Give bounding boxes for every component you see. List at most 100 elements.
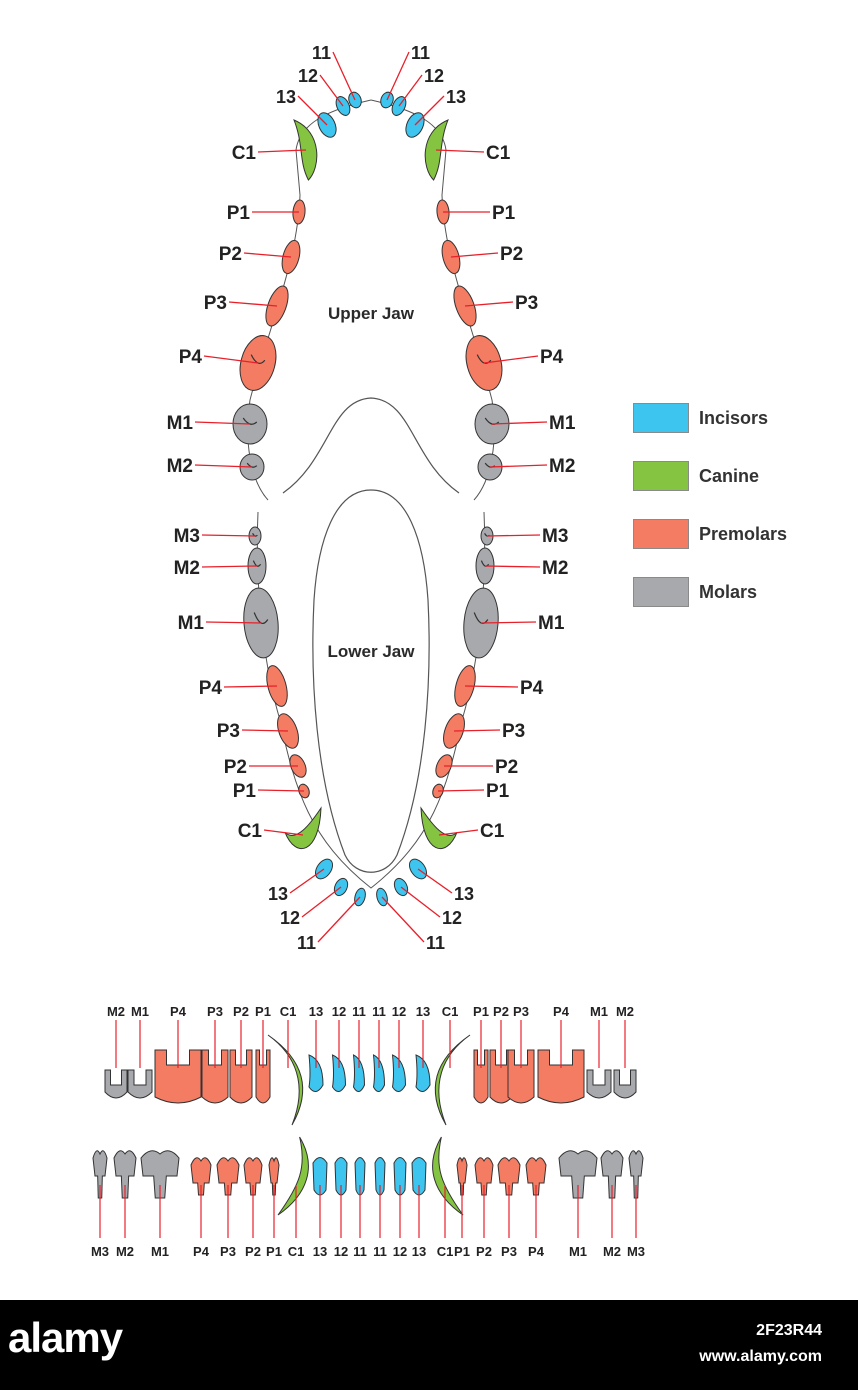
lower-row-17-p3-tooth xyxy=(497,1157,521,1196)
lower-left-p3-label: P3 xyxy=(217,721,240,742)
lower-arch-line xyxy=(256,511,486,889)
lower-row-15-label: P1 xyxy=(454,1244,470,1259)
lower-right-m3-leader xyxy=(486,534,541,537)
lower-row-6-p1-tooth xyxy=(268,1157,280,1196)
upper-left-11-label: 11 xyxy=(312,43,331,63)
upper-right-p3-label: P3 xyxy=(515,293,538,314)
upper-row-17-label: P4 xyxy=(553,1004,570,1019)
lower-left-11-label: 11 xyxy=(297,933,316,953)
lower-left-p3-leader xyxy=(241,729,289,732)
lower-row-10-11-tooth xyxy=(354,1157,366,1196)
lower-right-p2-label: P2 xyxy=(495,757,518,778)
palate-curve xyxy=(282,397,460,494)
lower-row-12-12-tooth xyxy=(393,1157,407,1196)
lower-right-12-leader xyxy=(400,886,441,918)
lower-row-7-label: C1 xyxy=(288,1244,305,1259)
upper-row-17-p4-tooth xyxy=(537,1049,585,1104)
lower-right-m2-label: M2 xyxy=(542,558,568,579)
upper-row-16-label: P3 xyxy=(513,1004,529,1019)
lower-row-5-label: P2 xyxy=(245,1244,261,1259)
lower-right-c1-tooth xyxy=(420,806,458,850)
upper-row-19-m2-tooth xyxy=(613,1069,637,1099)
upper-left-c1-leader xyxy=(257,149,307,153)
lower-left-m3-label: M3 xyxy=(174,526,200,547)
upper-row-7-13-tooth xyxy=(308,1054,324,1092)
upper-row-15-p2-tooth xyxy=(489,1049,513,1104)
upper-right-m1-label: M1 xyxy=(549,413,576,434)
lower-row-8-13-tooth xyxy=(312,1157,328,1196)
lower-left-12-leader xyxy=(301,886,342,918)
lower-row-10-label: 11 xyxy=(353,1244,367,1259)
upper-row-12-label: 13 xyxy=(416,1004,430,1019)
legend-swatch-incisors xyxy=(633,403,689,433)
lower-left-p4-leader xyxy=(223,685,278,688)
legend-swatch-molars xyxy=(633,577,689,607)
upper-row-9-label: 11 xyxy=(352,1004,366,1019)
upper-row-8-12-tooth xyxy=(331,1054,347,1092)
upper-row-6-c1-tooth xyxy=(267,1034,304,1126)
upper-row-0-m2-tooth xyxy=(104,1069,128,1099)
lower-right-m2-leader xyxy=(484,565,541,568)
upper-row-9-11-tooth xyxy=(352,1054,366,1092)
lower-row-3-p4-tooth xyxy=(190,1157,212,1196)
upper-left-12-label: 12 xyxy=(298,66,318,86)
upper-left-p1-label: P1 xyxy=(227,203,251,224)
legend-swatch-premolars xyxy=(633,519,689,549)
lower-left-p1-label: P1 xyxy=(233,781,257,802)
legend-label-canine: Canine xyxy=(699,466,760,486)
upper-row-4-label: P2 xyxy=(233,1004,249,1019)
lower-row-11-label: 11 xyxy=(373,1244,387,1259)
upper-right-p2-leader xyxy=(450,252,499,258)
upper-row-14-p1-tooth xyxy=(473,1049,489,1104)
lower-row-19-m1-tooth xyxy=(558,1150,598,1199)
lower-right-m1-leader xyxy=(480,621,537,624)
lower-right-p1-leader xyxy=(437,789,485,792)
lower-right-m1-label: M1 xyxy=(538,613,565,634)
lower-row-20-m2-tooth xyxy=(600,1150,624,1199)
upper-row-1-label: M1 xyxy=(131,1004,149,1019)
lower-row-6-label: P1 xyxy=(266,1244,282,1259)
lower-left-m3-leader xyxy=(201,534,256,537)
upper-right-c1-leader xyxy=(435,149,485,153)
upper-right-c1-label: C1 xyxy=(486,143,511,164)
upper-left-m1-label: M1 xyxy=(167,413,194,434)
upper-right-p4-leader xyxy=(483,355,539,364)
upper-row-5-label: P1 xyxy=(255,1004,271,1019)
upper-right-11-leader xyxy=(386,51,410,101)
lower-left-c1-leader xyxy=(263,829,304,836)
upper-row-8-label: 12 xyxy=(332,1004,346,1019)
upper-row-4-p2-tooth xyxy=(229,1049,253,1104)
upper-left-m2-label: M2 xyxy=(167,456,193,477)
upper-row-13-label: C1 xyxy=(442,1004,459,1019)
upper-row-19-label: M2 xyxy=(616,1004,634,1019)
upper-left-c1-label: C1 xyxy=(232,143,257,164)
lower-left-c1-label: C1 xyxy=(238,821,263,842)
jaw-outline xyxy=(247,99,495,889)
lower-row-21-label: M3 xyxy=(627,1244,645,1259)
upper-row-3-label: P3 xyxy=(207,1004,223,1019)
lower-row-19-label: M1 xyxy=(569,1244,587,1259)
lower-left-12-label: 12 xyxy=(280,908,300,928)
lower-right-m3-label: M3 xyxy=(542,526,568,547)
upper-row-0-label: M2 xyxy=(107,1004,125,1019)
upper-row-18-label: M1 xyxy=(590,1004,608,1019)
lower-row-20-label: M2 xyxy=(603,1244,621,1259)
lower-right-c1-label: C1 xyxy=(480,821,505,842)
lower-right-p1-label: P1 xyxy=(486,781,510,802)
upper-right-m2-label: M2 xyxy=(549,456,575,477)
tongue-outline xyxy=(312,489,430,873)
legend-label-incisors: Incisors xyxy=(699,408,769,428)
upper-right-12-leader xyxy=(398,74,423,107)
lower-row-4-p3-tooth xyxy=(216,1157,240,1196)
upper-row-10-label: 11 xyxy=(372,1004,386,1019)
lower-left-m2-leader xyxy=(201,565,258,568)
lower-row-14-c1-tooth xyxy=(432,1136,464,1216)
upper-right-p1-label: P1 xyxy=(492,203,516,224)
lower-left-m1-label: M1 xyxy=(178,613,205,634)
upper-row-13-c1-tooth xyxy=(434,1034,471,1126)
lower-right-p3-label: P3 xyxy=(502,721,525,742)
upper-row-10-11-tooth xyxy=(372,1054,386,1092)
upper-row-11-12-tooth xyxy=(391,1054,407,1092)
lower-right-c1-leader xyxy=(438,829,479,836)
